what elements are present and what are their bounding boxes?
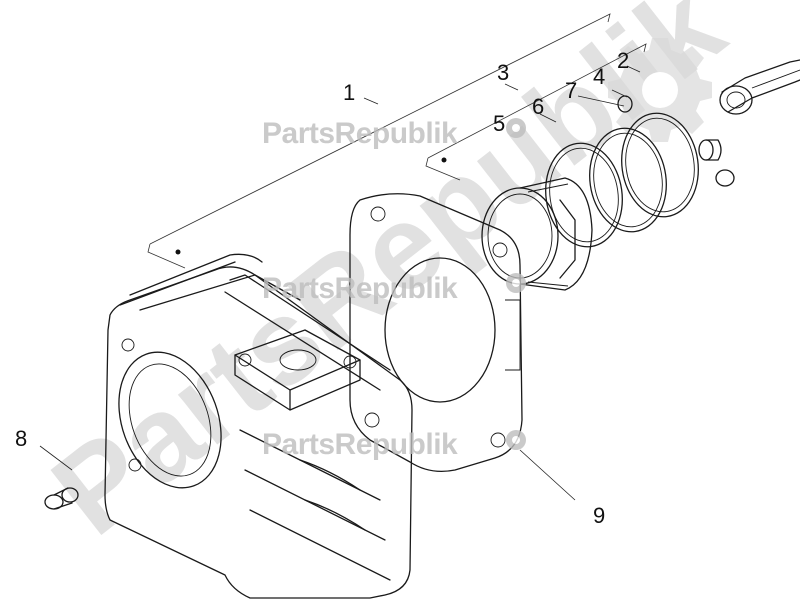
callout-8: 8 (15, 426, 27, 451)
svg-text:PartsRepublik: PartsRepublik (262, 117, 458, 150)
callout-3: 3 (497, 60, 509, 85)
callout-7: 7 (565, 78, 577, 103)
svg-text:PartsRepublik: PartsRepublik (262, 272, 458, 305)
callout-2: 2 (617, 48, 629, 73)
group-bracket-1 (147, 13, 611, 269)
gear-icon (608, 38, 712, 142)
callout-5: 5 (493, 111, 505, 136)
callout-9: 9 (593, 503, 605, 528)
callout-4: 4 (593, 64, 605, 89)
callout-1: 1 (343, 80, 355, 105)
piston (481, 177, 593, 291)
piston-pin (698, 139, 722, 161)
piston-ring-second (589, 127, 667, 233)
group-bracket-3 (425, 43, 647, 181)
watermark-label-top: PartsRepublik (262, 117, 526, 150)
gear-icon (506, 430, 526, 450)
svg-text:PartsRepublik: PartsRepublik (262, 428, 458, 461)
piston-ring-top (545, 142, 623, 248)
dowel-pin (44, 487, 79, 510)
watermark-label-bottom: PartsRepublik (262, 428, 526, 461)
connecting-rod (719, 59, 800, 115)
watermark-label-middle: PartsRepublik (262, 272, 526, 305)
cylinder-block (104, 253, 413, 599)
leader-lines (39, 65, 641, 501)
gear-icon (506, 273, 526, 293)
oil-scraper-ring (621, 112, 699, 218)
gear-icon (506, 118, 526, 138)
callout-6: 6 (532, 94, 544, 119)
base-gasket (349, 193, 523, 473)
